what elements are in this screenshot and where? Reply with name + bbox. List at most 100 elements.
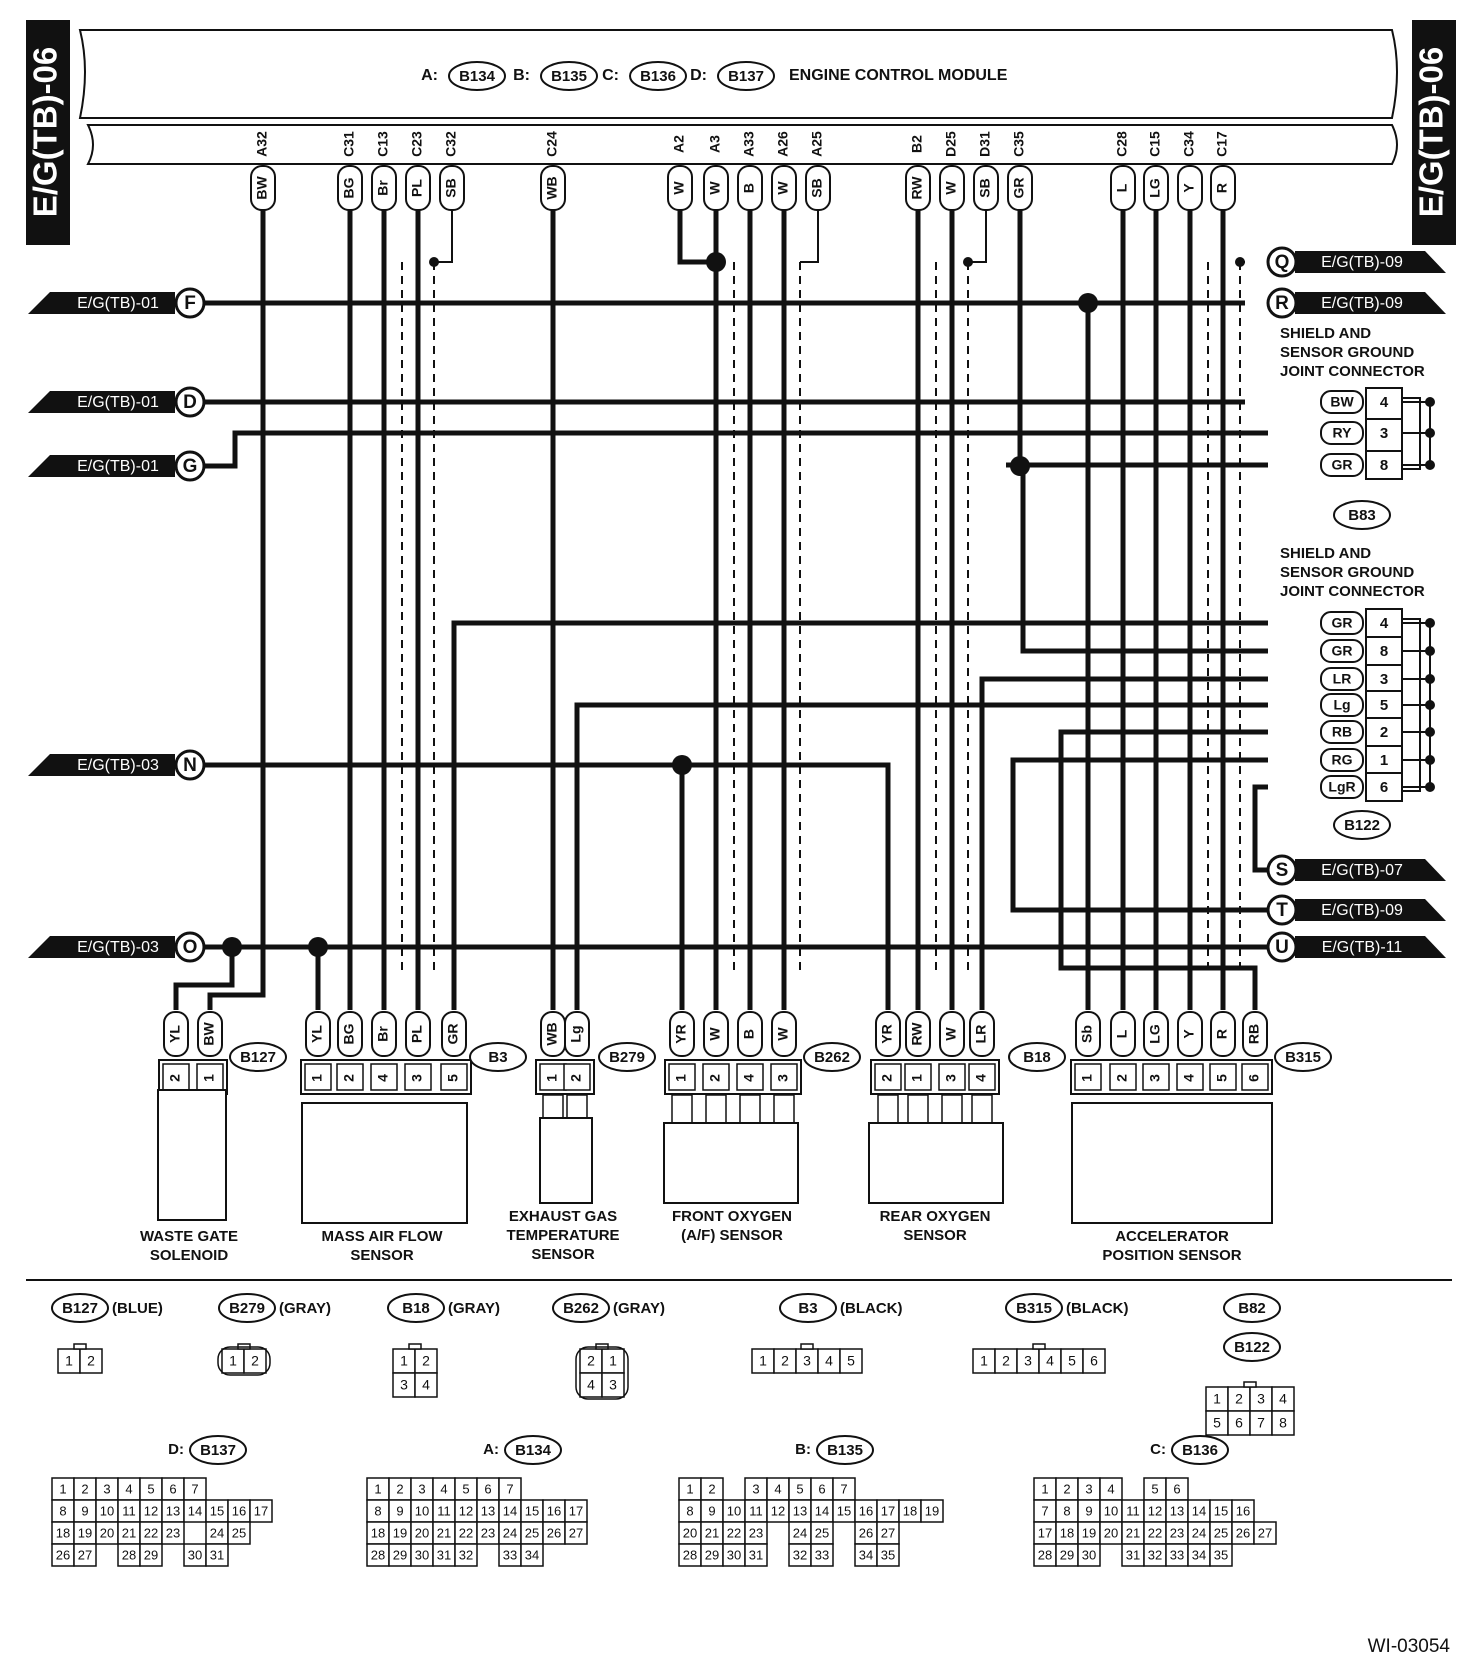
pin-number: 5 (847, 1353, 855, 1369)
joint-color-tag (1320, 693, 1364, 717)
pin-cell (736, 1063, 764, 1091)
lead (705, 1094, 727, 1124)
pin-number: 7 (1257, 1415, 1265, 1431)
pin-number: 32 (459, 1547, 473, 1562)
pin-number: 3 (400, 1377, 408, 1393)
pin-cell (243, 1348, 267, 1374)
ref-label: E/G(TB)-07 (1321, 862, 1403, 879)
joint-dot (1425, 397, 1435, 407)
component-id-outline (1274, 1042, 1332, 1072)
pin-number: 1 (309, 1074, 325, 1082)
wire-color-label: YL (309, 1025, 325, 1043)
component-id-outline (598, 1042, 656, 1072)
joint-pin: 5 (1380, 697, 1388, 714)
ecm-connector-B137-text: B137 (728, 68, 764, 85)
ecm-pin-label: C31 (341, 131, 357, 157)
pin-cell (1142, 1063, 1170, 1091)
joint-color-tag (1320, 775, 1364, 799)
pin-number: 25 (525, 1525, 539, 1540)
component-name-line: REAR OXYGEN (880, 1208, 991, 1225)
wire-color-label: GR (445, 1024, 461, 1045)
ref-label: E/G(TB)-03 (77, 757, 159, 774)
pin-number: 4 (825, 1353, 833, 1369)
joint-color: GR (1332, 643, 1353, 659)
wire-color-tag (337, 1011, 363, 1057)
wire-color-label: BG (341, 1023, 357, 1044)
pin-number: 31 (210, 1547, 224, 1562)
wire-color-label: R (1214, 183, 1230, 193)
pin-number: 21 (437, 1525, 451, 1540)
pin-number: 29 (144, 1547, 158, 1562)
pin-number: 1 (909, 1074, 925, 1082)
pin-number: 30 (727, 1547, 741, 1562)
pin-cell (205, 1543, 229, 1567)
component-body (157, 1089, 227, 1221)
joint-color: RY (1333, 425, 1353, 441)
pin-number: 14 (503, 1503, 517, 1518)
pin-number: 6 (1246, 1074, 1262, 1082)
connector-legend: B127(BLUE)B279(GRAY)B18(GRAY)B262(GRAY)B… (51, 1293, 1295, 1436)
wire-color-tag (737, 1011, 763, 1057)
pin-number: 23 (166, 1525, 180, 1540)
pin-number: 2 (1063, 1481, 1070, 1496)
pin-number: 4 (587, 1377, 595, 1393)
pin-number: 2 (707, 1074, 723, 1082)
pin-number: 3 (803, 1353, 811, 1369)
pin-number: 1 (609, 1353, 617, 1369)
pin-number: 2 (81, 1481, 88, 1496)
pin-number: 15 (210, 1503, 224, 1518)
legend-id-B262-outline (552, 1293, 610, 1323)
pin-cell (162, 1063, 190, 1091)
wire-color-label: YR (879, 1024, 895, 1043)
pin-cell (414, 1372, 438, 1398)
pin-number: 18 (903, 1503, 917, 1518)
wire-color-label: GR (1011, 178, 1027, 199)
pin-number: 2 (341, 1074, 357, 1082)
wire-color-label: W (707, 181, 723, 195)
wire-color-tag (1210, 1011, 1236, 1057)
pin-number: 26 (859, 1525, 873, 1540)
joint-color: RG (1332, 752, 1353, 768)
component-connector (1070, 1059, 1273, 1095)
wire-color-label: RW (909, 176, 925, 200)
pin-number: 23 (749, 1525, 763, 1540)
lead (773, 1094, 795, 1124)
pin-number: 15 (1214, 1503, 1228, 1518)
pin-number: 16 (232, 1503, 246, 1518)
joint-title-line: SHIELD AND (1280, 545, 1371, 562)
ref-letter: Q (1275, 252, 1290, 273)
joint-pin: 1 (1380, 752, 1388, 769)
pin-cell (336, 1063, 364, 1091)
ecm-pin-label: C35 (1011, 131, 1027, 157)
pin-number: 5 (1068, 1353, 1076, 1369)
ecm-legend-prefix: C: (1150, 1441, 1166, 1458)
ecm-connector-B135: B135 (540, 61, 598, 91)
pin-number: 5 (796, 1481, 803, 1496)
component-name-line: FRONT OXYGEN (672, 1208, 792, 1225)
pin-cell (1271, 1410, 1295, 1436)
wire-color-label: B (741, 1029, 757, 1039)
ecm-legend-id-text: B134 (515, 1442, 552, 1459)
legend-id-B127-outline (51, 1293, 109, 1323)
ecm-pin-label: C13 (375, 131, 391, 157)
wire-color-tag (305, 1011, 331, 1057)
pin-number: 4 (125, 1481, 132, 1496)
joint-pin: 4 (1380, 615, 1389, 632)
pin-number: 33 (503, 1547, 517, 1562)
pin-number: 21 (122, 1525, 136, 1540)
pin-number: 19 (1082, 1525, 1096, 1540)
pin-number: 13 (481, 1503, 495, 1518)
joint-color: RB (1332, 724, 1352, 740)
legend-id-B315-outline (1005, 1293, 1063, 1323)
pin-number: 3 (943, 1074, 959, 1082)
joint-body (1365, 608, 1403, 802)
pin-number: 3 (1085, 1481, 1092, 1496)
pin-cell (938, 1063, 966, 1091)
pin-number: 27 (1258, 1525, 1272, 1540)
pin-number: 8 (686, 1503, 693, 1518)
